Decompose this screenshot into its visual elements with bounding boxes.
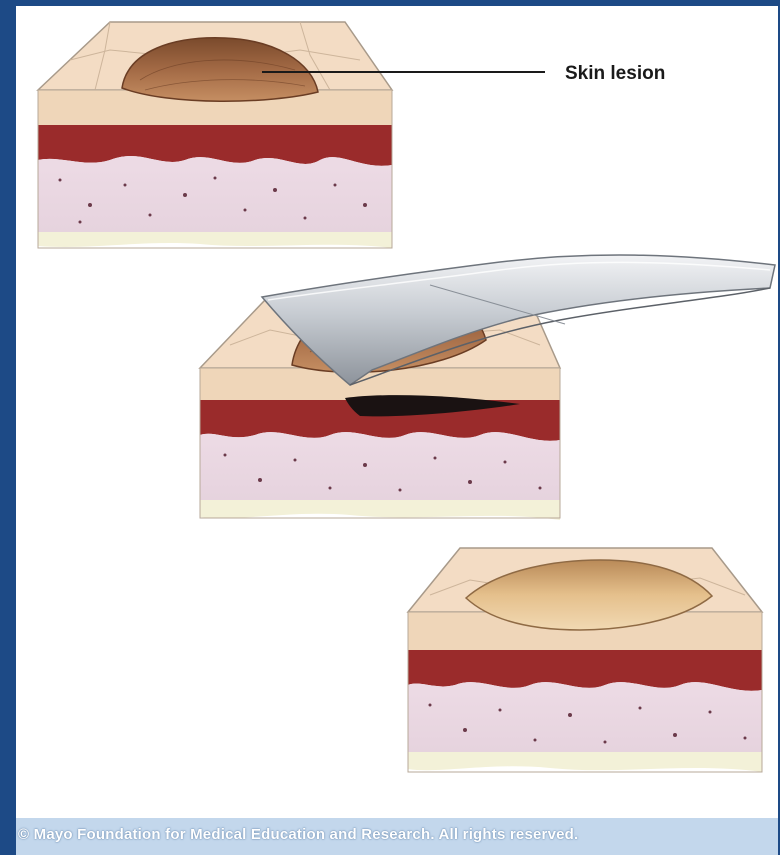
copyright-notice: © Mayo Foundation for Medical Education … <box>18 826 578 843</box>
skin-lesion-label: Skin lesion <box>565 63 665 84</box>
skin-block-lesion <box>38 22 545 248</box>
skin-block-excised <box>408 548 762 772</box>
